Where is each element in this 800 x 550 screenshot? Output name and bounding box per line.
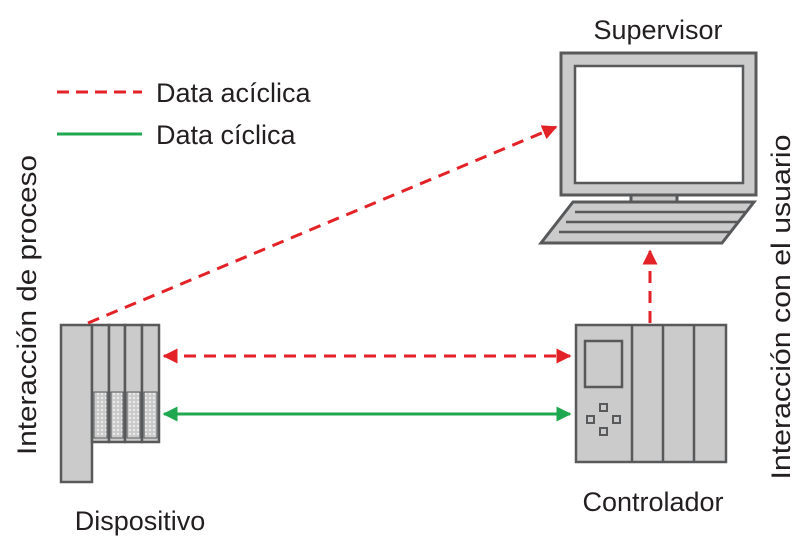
user-interaction-label: Interacción con el usuario bbox=[766, 135, 796, 480]
legend-acyclic-label: Data acíclica bbox=[156, 78, 312, 108]
legend: Data acíclica Data cíclica bbox=[57, 78, 312, 150]
controller-label: Controlador bbox=[582, 487, 723, 517]
device-label: Dispositivo bbox=[75, 506, 206, 536]
process-interaction-label: Interacción de proceso bbox=[12, 155, 42, 455]
device-icon bbox=[59, 323, 161, 484]
connections bbox=[87, 125, 658, 422]
controller-icon bbox=[574, 323, 728, 464]
legend-cyclic-label: Data cíclica bbox=[156, 120, 297, 150]
acyclic-link-device-supervisor bbox=[87, 125, 558, 325]
supervisor-computer-icon bbox=[537, 51, 758, 245]
supervisor-label: Supervisor bbox=[593, 15, 722, 45]
